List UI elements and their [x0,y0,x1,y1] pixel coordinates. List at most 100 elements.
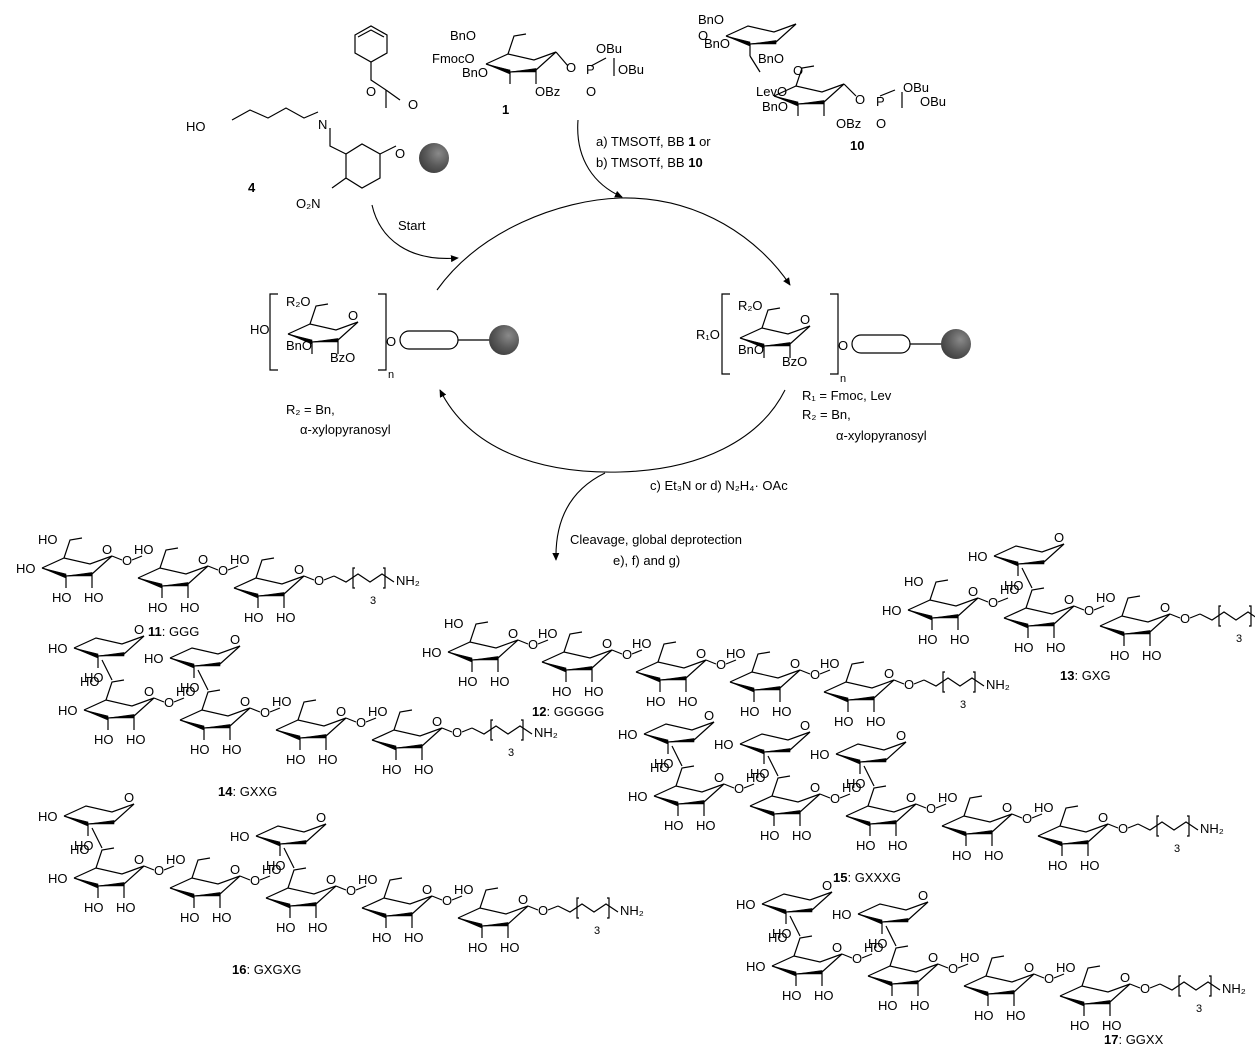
hydroxyl-label: HO [422,645,442,660]
oxygen-label: O [1002,800,1012,815]
oxygen-label: O [1064,592,1074,607]
hydroxyl-label: HO [222,742,242,757]
oxygen-label: O [832,940,842,955]
oxygen-label: O [1120,970,1130,985]
hydroxyl-label: HO [888,838,908,853]
xylose-ring [761,891,833,925]
left-resin-intermediate: HO R₂O BnO BzO O O n R₂ = Bn, α-xylopyra… [250,293,520,437]
product-label: 14: GXXG [218,784,277,799]
hydroxyl-label: HO [842,780,862,795]
phosphorus-label: P [586,62,595,77]
hydroxyl-label: HO [846,776,866,791]
oxygen-label: O [395,146,405,161]
hydroxyl-label: HO [80,674,100,689]
oxygen-label: O [734,781,744,796]
fmoco-label: FmocO [432,51,475,66]
hydroxyl-label: HO [308,920,328,935]
hydroxyl-label: HO [650,760,670,775]
hydroxyl-label: HO [984,848,1004,863]
compound-number: 1 [502,102,509,117]
oxygen-label: O [790,656,800,671]
hydroxyl-label: HO [834,714,854,729]
hydroxyl-label: HO [696,818,716,833]
aminopentyl-linker [923,671,985,693]
aminopentyl-linker [1199,605,1255,627]
bno-label: BnO [286,338,312,353]
hydroxyl-label: HO [490,674,510,689]
oxygen-label: O [793,63,803,78]
hydroxyl-label: HO [148,600,168,615]
xylose-ring [993,543,1065,577]
oxygen-label: O [316,810,326,825]
oxygen-label: O [314,573,324,588]
hydroxyl-label: HO [372,930,392,945]
coupling-conditions: a) TMSOTf, BB 1 or b) TMSOTf, BB 10 [596,134,711,170]
hydroxyl-label: HO [664,818,684,833]
oxygen-label: O [696,646,706,661]
svg-text:c) Et₃N or d) N₂H₄· OAc: c) Et₃N or d) N₂H₄· OAc [650,478,788,493]
phosphorus-label: P [876,94,885,109]
repeat-n-label: n [840,373,846,385]
hydroxyl-label: HO [1070,1018,1090,1033]
obu-label: OBu [618,62,644,77]
oxygen-label: O [508,626,518,641]
hydroxyl-label: HO [48,641,68,656]
r1-definition: R₁ = Fmoc, Lev [802,388,892,403]
hydroxyl-label: HO [382,762,402,777]
oxygen-label: O [124,790,134,805]
hydroxyl-label: HO [468,940,488,955]
aminopentyl-linker [557,897,619,919]
hydroxyl-label: HO [266,858,286,873]
oxygen-label: O [518,892,528,907]
oxygen-label: O [968,584,978,599]
oxygen-label: O [1160,600,1170,615]
product-label: 16: GXGXG [232,962,301,977]
oxygen-label: O [884,666,894,681]
xylose-ring [739,731,811,765]
oxygen-label: O [918,888,928,903]
hydroxyl-label: HO [58,703,78,718]
hydroxyl-label: HO [740,704,760,719]
repeat-count: 3 [1174,843,1180,855]
hydroxyl-label: HO [1034,800,1054,815]
hydroxyl-label: HO [230,552,250,567]
product-label: 12: GGGGG [532,704,604,719]
building-block-10: BnO BnO BnO O LevO BnO OBz OBu OBu O P O… [698,12,946,153]
levo-label: LevO [756,84,787,99]
oxygen-label: O [622,647,632,662]
oxygen-label: O [154,863,164,878]
hydroxyl-label: HO [866,714,886,729]
bzo-label: BzO [782,354,807,369]
hydroxyl-label: HO [782,988,802,1003]
r2-definition: α-xylopyranosyl [836,428,927,443]
amine-label: NH₂ [1222,981,1246,996]
deprotection-conditions: c) Et₃N or d) N₂H₄· OAc Cleavage, global… [570,478,788,568]
oxygen-label: O [948,961,958,976]
oxygen-label: O [356,715,366,730]
hydroxyl-label: HO [856,838,876,853]
amine-label: NH₂ [1200,821,1224,836]
hydroxyl-label: HO [746,770,766,785]
aminopentyl-linker [471,719,533,741]
hydroxyl-label: HO [820,656,840,671]
bno-label: BnO [704,36,730,51]
oxygen-label: O [602,636,612,651]
svg-text:e), f) and g): e), f) and g) [613,553,680,568]
product-13: HOHOHOHOOOHOHOHOOOHOHOHOOHOHOOONH₂313: G… [882,530,1255,683]
hydroxyl-label: HO [832,907,852,922]
oxygen-label: O [122,553,132,568]
hydroxyl-label: HO [126,732,146,747]
hydroxyl-label: HO [904,574,924,589]
oxygen-label: O [134,622,144,637]
hydroxyl-label: HO [918,632,938,647]
nitrogen-label: N [318,117,327,132]
hydroxyl-label: HO [938,790,958,805]
hydroxyl-label: HO [358,872,378,887]
repeat-n-label: n [388,369,394,381]
xylose-ring [643,721,715,755]
oxygen-label: O [714,770,724,785]
